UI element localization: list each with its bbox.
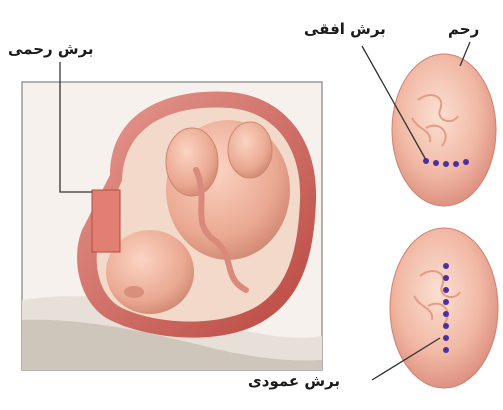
label-vertical-incision: برش عمودی	[248, 374, 340, 389]
uterus-vertical	[390, 228, 498, 388]
label-uterus: رحم	[448, 22, 479, 37]
fetus-knee	[228, 122, 272, 178]
label-uterine-incision: برش رحمی	[8, 42, 94, 57]
incision-flap	[92, 190, 120, 252]
label-horizontal-incision: برش افقی	[304, 22, 386, 37]
fetus-face-detail	[124, 286, 144, 298]
uterus-horizontal	[392, 54, 496, 206]
cross-section-panel	[22, 82, 322, 370]
fetus-leg	[166, 128, 218, 196]
uterus-bottom	[390, 228, 498, 388]
